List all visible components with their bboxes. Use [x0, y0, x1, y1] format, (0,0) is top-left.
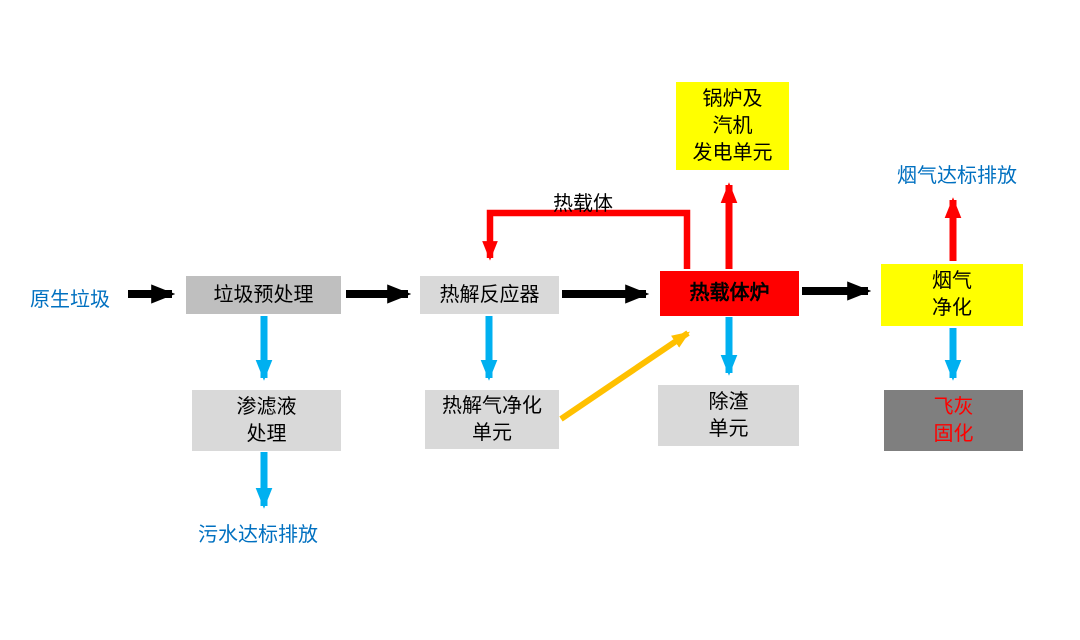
node-boiler-line2: 汽机 [712, 114, 753, 137]
node-heat-carrier-furnace: 热载体炉 [660, 271, 799, 316]
label-sewage-discharge-text: 污水达标排放 [198, 524, 318, 546]
node-slag-line2: 单元 [708, 417, 749, 440]
node-flue-gas-purification-line2: 净化 [932, 297, 972, 319]
node-pyrolysis-reactor: 热解反应器 [420, 276, 559, 314]
node-boiler-line1: 锅炉及 [702, 87, 763, 110]
node-gas-unit-line2: 单元 [472, 421, 512, 444]
node-boiler-line3: 发电单元 [692, 141, 773, 164]
node-fly-ash-solidification: 飞灰 固化 [884, 390, 1023, 451]
node-leachate-line2: 处理 [246, 422, 287, 445]
label-raw-waste: 原生垃圾 [30, 283, 110, 312]
node-slag-removal-unit: 除渣 单元 [658, 385, 799, 446]
node-flue-gas-purification: 烟气 净化 [881, 264, 1023, 326]
node-flue-gas-purification-line1: 烟气 [932, 270, 972, 292]
node-leachate-line1: 渗滤液 [236, 395, 297, 418]
node-waste-pretreatment-label: 垃圾预处理 [213, 283, 314, 306]
label-flue-gas-discharge-text: 烟气达标排放 [897, 165, 1017, 187]
node-slag-line1: 除渣 [708, 390, 749, 413]
label-raw-waste-text: 原生垃圾 [30, 289, 110, 311]
node-heat-carrier-furnace-label: 热载体炉 [689, 282, 770, 304]
label-heat-carrier: 热载体 [543, 187, 623, 216]
label-sewage-discharge: 污水达标排放 [198, 518, 318, 547]
label-flue-gas-discharge: 烟气达标排放 [897, 159, 1017, 188]
node-fly-ash-line2: 固化 [933, 422, 974, 445]
node-gas-unit-line1: 热解气净化 [442, 394, 542, 417]
arrow-heat-carrier-return-loop [482, 209, 691, 269]
label-heat-carrier-text: 热载体 [553, 193, 613, 215]
node-pyrolysis-gas-purification-unit: 热解气净化 单元 [425, 390, 559, 449]
node-boiler-turbine-power-unit: 锅炉及 汽机 发电单元 [676, 82, 789, 170]
node-fly-ash-line1: 飞灰 [933, 395, 974, 418]
node-leachate-treatment: 渗滤液 处理 [192, 390, 341, 451]
node-pyrolysis-reactor-label: 热解反应器 [439, 283, 540, 306]
node-waste-pretreatment: 垃圾预处理 [186, 276, 341, 314]
